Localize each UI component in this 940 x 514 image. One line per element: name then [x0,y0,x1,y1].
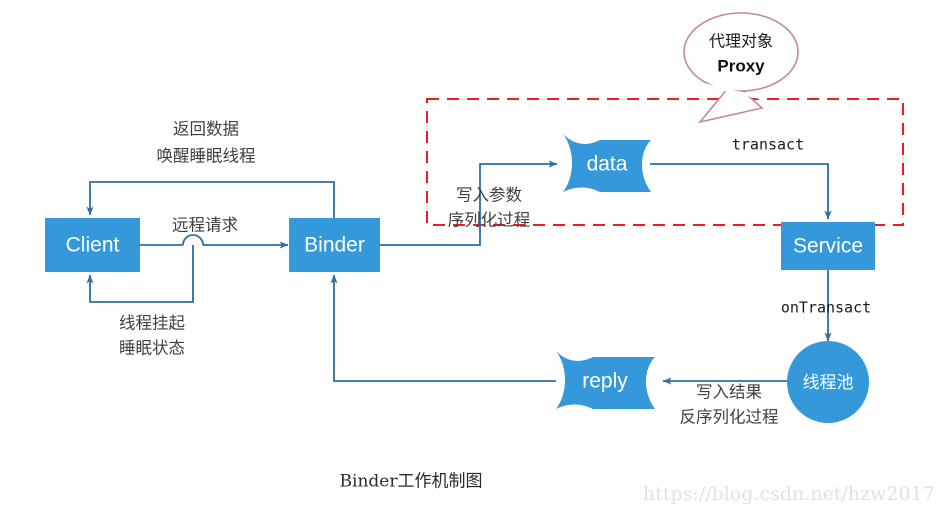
edge-binder-to-client-return [86,181,335,218]
edge-reply-to-binder [330,274,556,382]
node-reply-label: reply [582,370,628,393]
node-binder-label: Binder [304,234,365,257]
label-remote-request: 远程请求 [172,216,238,235]
node-thread-pool-label: 线程池 [803,373,854,393]
node-thread-pool[interactable]: 线程池 [787,341,869,423]
watermark: https://blog.csdn.net/hzw2017 [643,483,935,505]
label-return-data-line2: 唤醒睡眠线程 [157,147,256,166]
label-transact: transact [732,136,804,154]
callout-proxy: 代理对象 Proxy [683,12,799,124]
edge-client-to-binder [140,234,289,249]
edge-binder-to-data [380,160,558,246]
label-write-result-line2: 反序列化过程 [680,408,779,427]
label-write-params: 写入参数 序列化过程 [448,186,531,230]
label-write-params-line1: 写入参数 [456,186,523,205]
proxy-dashed-region [426,98,904,226]
edge-client-thread-suspend-loop [86,245,194,303]
label-return-data: 返回数据 唤醒睡眠线程 [157,120,256,166]
node-reply[interactable]: reply [556,351,655,409]
label-thread-suspend-line2: 睡眠状态 [119,339,185,358]
node-service-label: Service [793,235,863,258]
node-client-label: Client [66,234,120,257]
callout-line1: 代理对象 [709,32,773,51]
label-return-data-line1: 返回数据 [173,120,239,139]
node-client[interactable]: Client [45,218,140,272]
node-data-label: data [587,153,628,176]
label-thread-suspend-line1: 线程挂起 [119,314,186,333]
node-data[interactable]: data [563,134,651,192]
diagram-caption: Binder工作机制图 [340,472,483,492]
callout-bubble [683,12,799,92]
label-write-result: 写入结果 反序列化过程 [680,383,779,427]
node-binder[interactable]: Binder [289,218,380,272]
node-service[interactable]: Service [781,222,875,270]
label-thread-suspend: 线程挂起 睡眠状态 [119,314,186,358]
label-write-params-line2: 序列化过程 [448,211,531,230]
label-write-result-line1: 写入结果 [696,383,762,402]
callout-line2: Proxy [717,56,765,75]
edge-data-to-service-transact [650,163,832,220]
label-on-transact: onTransact [781,299,871,317]
